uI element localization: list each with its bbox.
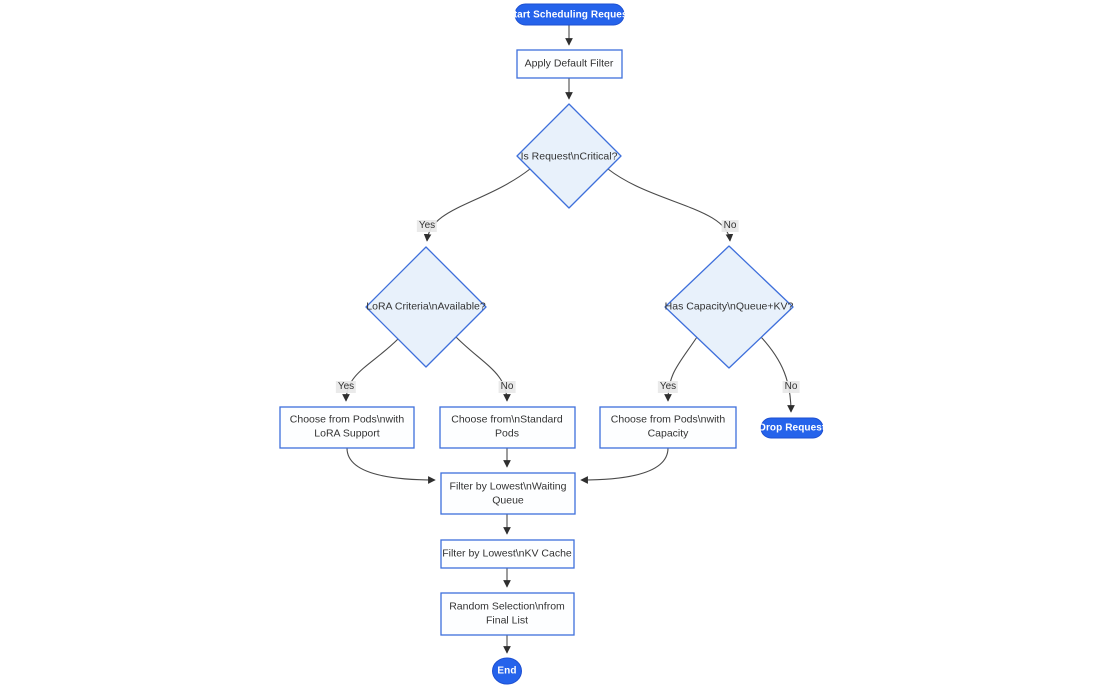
apply-default-filter-label: Apply Default Filter <box>524 57 614 70</box>
start-node <box>514 3 625 26</box>
edge-critical-yes-to-lora <box>423 168 531 242</box>
is-critical-decision-node <box>516 103 622 209</box>
edge-label-lora-yes: Yes <box>335 381 357 393</box>
edge-capacitypods-to-waiting <box>580 447 669 484</box>
filter-waiting-queue-node <box>440 472 576 515</box>
has-capacity-decision-label: Has Capacity\nQueue+KV? <box>664 300 794 313</box>
filter-kv-cache-node <box>440 539 575 569</box>
end-node-label: End <box>497 665 517 677</box>
start-node-label: Start Scheduling Request <box>506 9 632 21</box>
edge-label-critical-no: No <box>721 220 739 232</box>
end-node <box>492 657 522 685</box>
choose-standard-pods-label: Choose from\nStandard Pods <box>451 413 563 440</box>
edge-lora-yes-to-lorapods <box>342 338 399 402</box>
drop-request-node <box>760 417 824 439</box>
edge-label-lora-no: No <box>498 381 516 393</box>
random-selection-label: Random Selection\nfrom Final List <box>449 600 565 627</box>
edge-label-capacity-yes: Yes <box>657 381 679 393</box>
edge-label-critical-yes: Yes <box>416 220 438 232</box>
edge-lora-no-to-standardpods <box>455 336 511 402</box>
filter-waiting-queue-label: Filter by Lowest\nWaiting Queue <box>449 480 567 507</box>
edge-critical-no-to-capacity <box>607 168 734 242</box>
random-selection-node <box>440 592 575 636</box>
choose-lora-pods-label: Choose from Pods\nwith LoRA Support <box>289 413 405 440</box>
apply-default-filter-node <box>516 49 623 79</box>
edge-capacity-no-to-drop <box>760 336 795 413</box>
choose-standard-pods-node <box>439 406 576 449</box>
choose-capacity-pods-label: Choose from Pods\nwith Capacity <box>610 413 726 440</box>
filter-kv-cache-label: Filter by Lowest\nKV Cache <box>442 547 572 560</box>
lora-criteria-decision-node <box>365 246 487 368</box>
edge-label-capacity-no: No <box>782 381 800 393</box>
edge-capacity-yes-to-capacitypods <box>664 336 698 402</box>
lora-criteria-decision-label: LoRA Criteria\nAvailable? <box>366 300 486 313</box>
drop-request-label: Drop Request <box>758 422 826 434</box>
is-critical-decision-label: Is Request\nCritical? <box>520 150 618 163</box>
edge-lorapods-to-waiting <box>346 447 436 484</box>
choose-lora-pods-node <box>279 406 415 449</box>
choose-capacity-pods-node <box>599 406 737 449</box>
has-capacity-decision-node <box>664 245 794 369</box>
